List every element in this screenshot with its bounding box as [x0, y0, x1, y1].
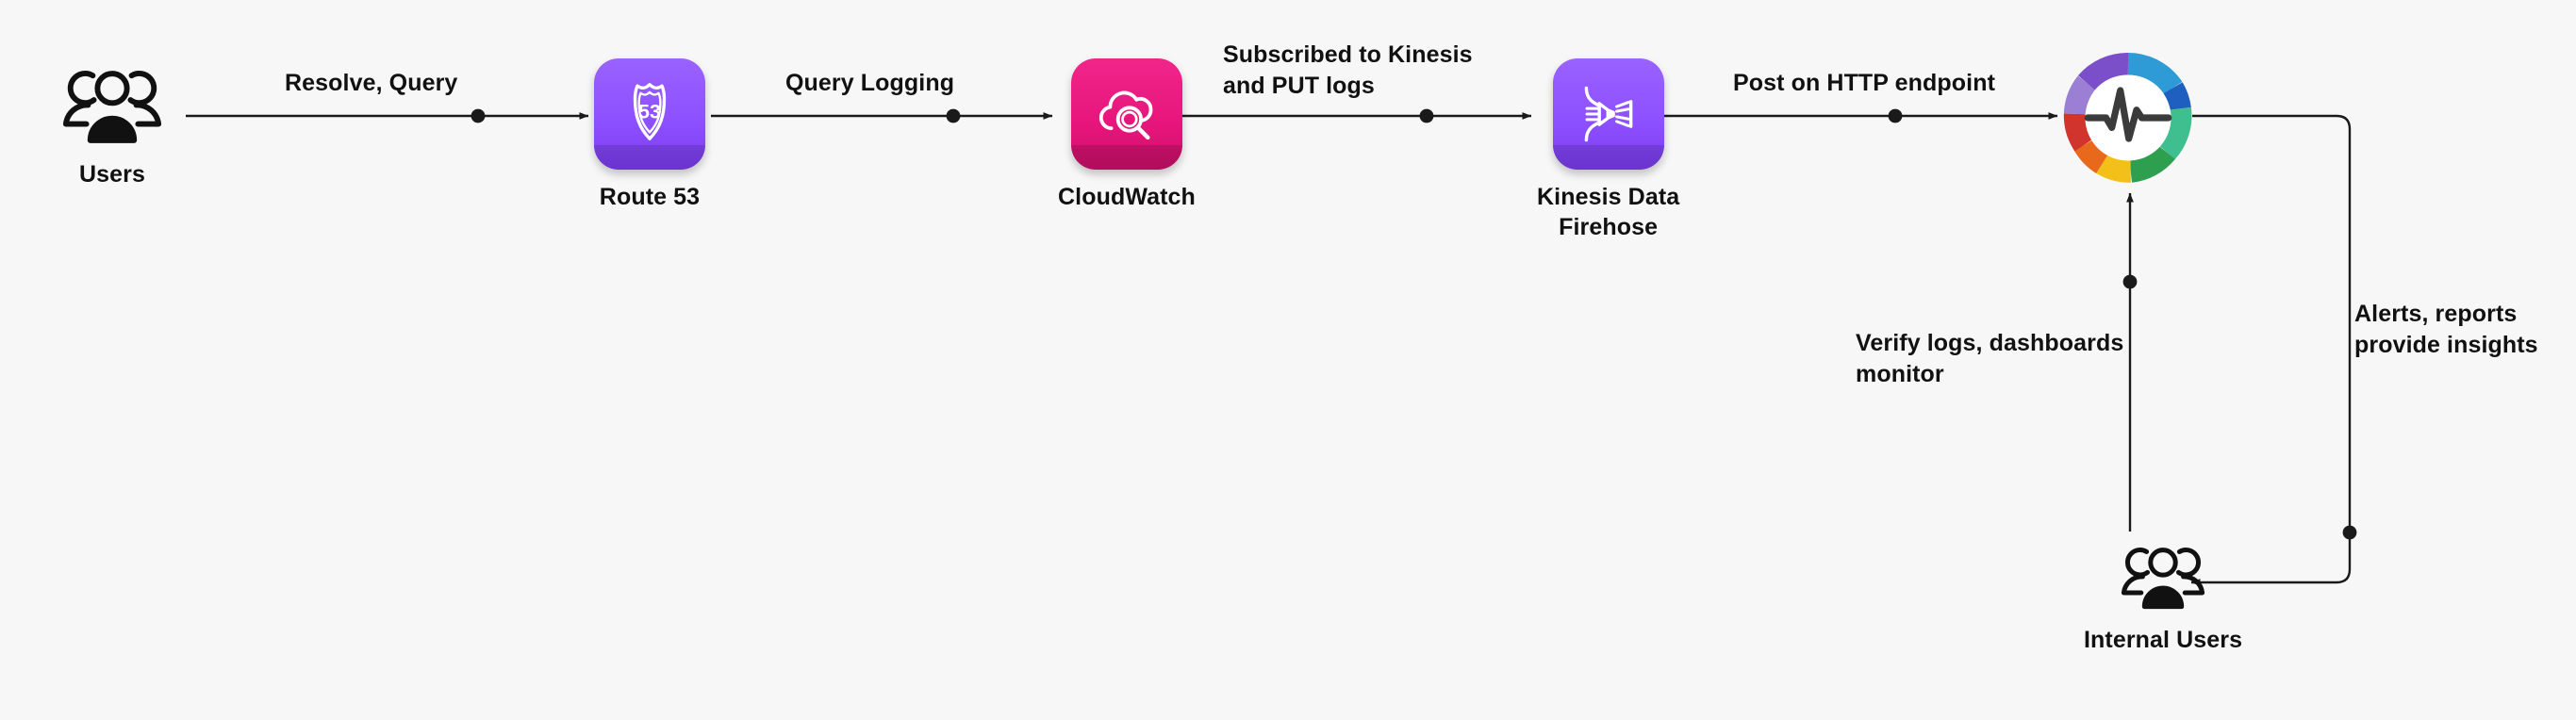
node-firehose[interactable]: Kinesis Data Firehose — [1537, 58, 1679, 242]
users-group-icon — [57, 58, 168, 150]
node-label-users: Users — [79, 161, 145, 188]
route-53-tile[interactable]: 53 — [594, 58, 705, 170]
node-label-route53: Route 53 — [599, 184, 701, 210]
connector-observability-internal-users — [2190, 114, 2352, 586]
node-label-cloudwatch: CloudWatch — [1058, 184, 1196, 210]
cloudwatch-cloud-magnifier-icon — [1098, 90, 1153, 140]
users-group-icon — [2116, 537, 2210, 615]
edge-label-observability-internal-users: Alerts, reports provide insights — [2354, 301, 2538, 358]
observability-pulse-ring-icon[interactable] — [2063, 53, 2192, 183]
node-label-internal-users: Internal Users — [2084, 627, 2243, 653]
edge-label-users-route53: Resolve, Query — [285, 70, 458, 96]
svg-text:53: 53 — [638, 100, 661, 123]
node-observability[interactable] — [2063, 53, 2192, 188]
edge-label-firehose-observability: Post on HTTP endpoint — [1733, 70, 1996, 96]
kinesis-firehose-tile[interactable] — [1552, 58, 1664, 170]
edge-dot-users-route53 — [471, 108, 486, 123]
edge-midpoint-dots — [471, 108, 2357, 540]
node-route53[interactable]: 53 Route 53 — [594, 58, 705, 212]
node-internal-users[interactable]: Internal Users — [2084, 537, 2242, 655]
kinesis-firehose-funnel-icon — [1584, 86, 1632, 142]
edge-dot-firehose-observability — [1888, 108, 1903, 123]
edge-dot-route53-cloudwatch — [946, 108, 961, 123]
edge-label-internal-users-observability: Verify logs, dashboards monitor — [1856, 330, 2124, 387]
route-53-shield-icon: 53 — [633, 83, 667, 140]
node-cloudwatch[interactable]: CloudWatch — [1058, 58, 1196, 212]
edge-label-route53-cloudwatch: Query Logging — [785, 70, 955, 96]
node-users[interactable]: Users — [57, 58, 168, 189]
node-label-firehose: Kinesis Data Firehose — [1537, 184, 1680, 240]
edge-dot-observability-internal-users — [2342, 525, 2357, 540]
cloudwatch-tile[interactable] — [1070, 58, 1182, 170]
edge-dot-internal-users-observability — [2122, 274, 2138, 289]
edge-dot-cloudwatch-firehose — [1419, 108, 1434, 123]
edge-label-cloudwatch-firehose: Subscribed to Kinesis and PUT logs — [1223, 41, 1473, 99]
